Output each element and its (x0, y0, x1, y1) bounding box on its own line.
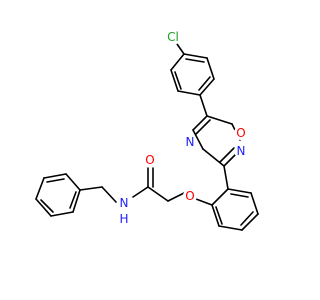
bond (195, 119, 211, 135)
bond (218, 225, 243, 231)
ring-nitrogen-right-label: N (237, 144, 246, 158)
chlorine-label: Cl (167, 30, 179, 44)
ring-nitrogen-left-atom: N (183, 135, 197, 149)
atom-labels: Cl O N N O O N H (117, 29, 248, 226)
ether-oxygen-atom: O (183, 189, 197, 203)
ether-oxygen-label: O (185, 189, 194, 203)
bond (101, 186, 117, 203)
bond (174, 71, 182, 90)
bond (206, 115, 233, 125)
bond (192, 115, 208, 131)
bond (177, 90, 201, 96)
carbonyl-oxygen-atom: O (143, 153, 157, 167)
bond (167, 192, 185, 202)
bond (170, 53, 185, 71)
bond (199, 78, 215, 96)
amide-nitrogen-atom: N (117, 196, 131, 210)
bond (185, 58, 205, 63)
bond (227, 188, 252, 194)
molecule-structure: Cl O N N O O N H (35, 29, 259, 231)
bond (40, 199, 54, 213)
amide-hydrogen-label: H (119, 212, 128, 226)
bond (183, 53, 208, 59)
bond (46, 178, 65, 183)
bond (195, 198, 213, 206)
bond (79, 186, 103, 191)
bond (250, 192, 259, 215)
bond (43, 173, 67, 179)
bond (35, 198, 52, 217)
bond (147, 186, 169, 202)
bond (211, 204, 220, 227)
bond (132, 186, 149, 198)
bond (240, 211, 254, 226)
bond (72, 189, 81, 213)
bond (65, 173, 81, 191)
bond (241, 213, 259, 231)
amide-nitrogen-label: N (120, 196, 129, 210)
ring-oxygen-atom: O (234, 126, 248, 140)
chlorine-atom: Cl (165, 29, 181, 45)
ring-oxygen-label: O (236, 126, 245, 140)
bond (223, 165, 229, 190)
carbonyl-oxygen-label: O (145, 153, 154, 167)
bond (202, 148, 225, 167)
bond (230, 193, 249, 198)
bond (215, 206, 223, 225)
bond (69, 191, 77, 209)
bond (35, 177, 45, 200)
bonds (35, 43, 259, 231)
bond (219, 147, 235, 163)
bond (176, 43, 185, 55)
ring-nitrogen-right-atom: N (234, 144, 248, 158)
bond (170, 69, 179, 92)
bond (206, 57, 215, 80)
bond (198, 76, 211, 91)
bond (211, 188, 229, 206)
bond (192, 129, 204, 150)
ring-nitrogen-left-label: N (186, 135, 195, 149)
amide-hydrogen-atom: H (118, 212, 130, 226)
bond (199, 94, 208, 117)
bond (50, 211, 74, 217)
